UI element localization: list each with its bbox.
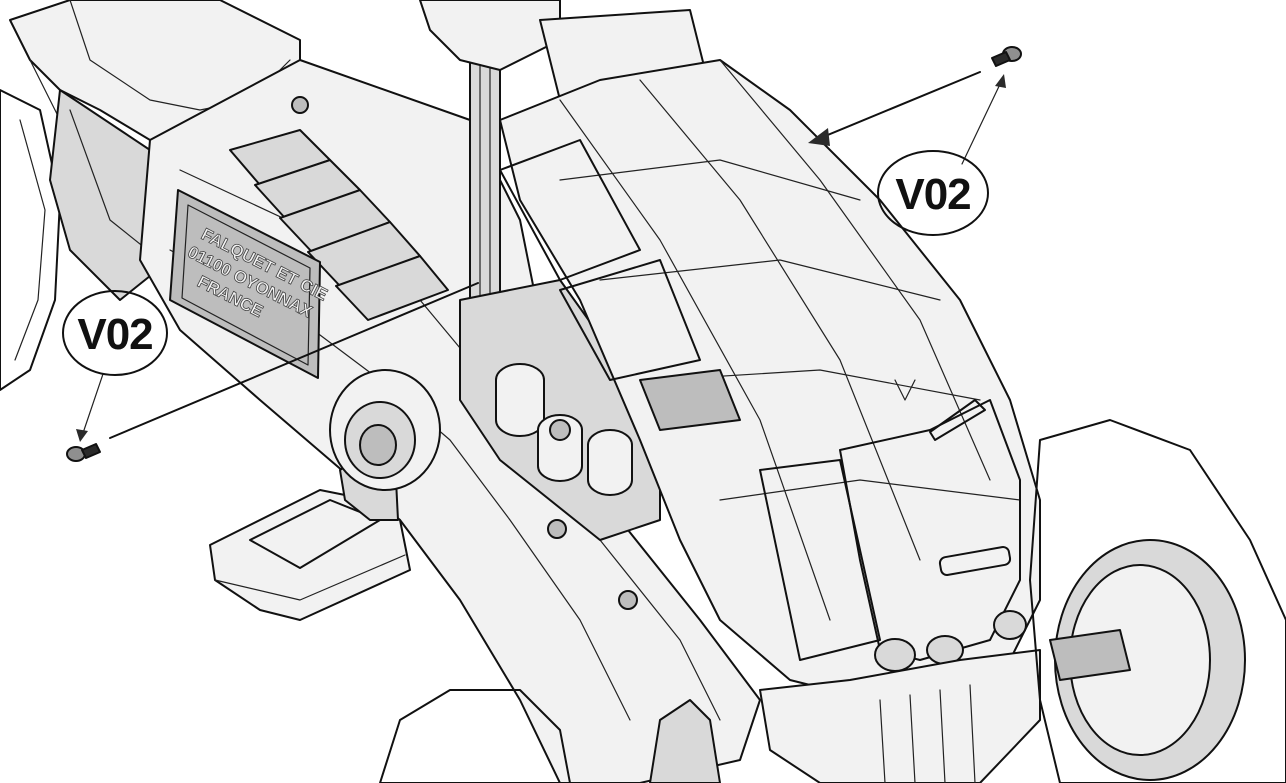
engine-cylinder: [587, 429, 633, 496]
callout-left-arrowhead: [76, 429, 88, 442]
callout-right-arrowhead: [995, 74, 1006, 88]
front-right-wheel: [1029, 419, 1286, 783]
headlights: [874, 610, 1027, 672]
front-left-wheel: [379, 689, 721, 783]
engine-block: [459, 279, 661, 541]
callout-right: V02: [877, 74, 1006, 236]
engine-cylinder: [495, 363, 545, 437]
pedal-axle-hub: [329, 369, 441, 491]
callout-right-label: V02: [895, 170, 970, 219]
hood: [499, 59, 1041, 701]
rear-left-wheel: [0, 89, 61, 391]
callout-left: V02: [62, 290, 168, 442]
footrest-ribs: [229, 129, 449, 321]
screw-right: [808, 46, 1022, 146]
chassis-side: [139, 59, 835, 783]
screw-left: [66, 282, 479, 462]
arrowhead: [808, 128, 830, 146]
callout-left-label: V02: [77, 310, 152, 359]
front-bumper: [759, 649, 1041, 783]
